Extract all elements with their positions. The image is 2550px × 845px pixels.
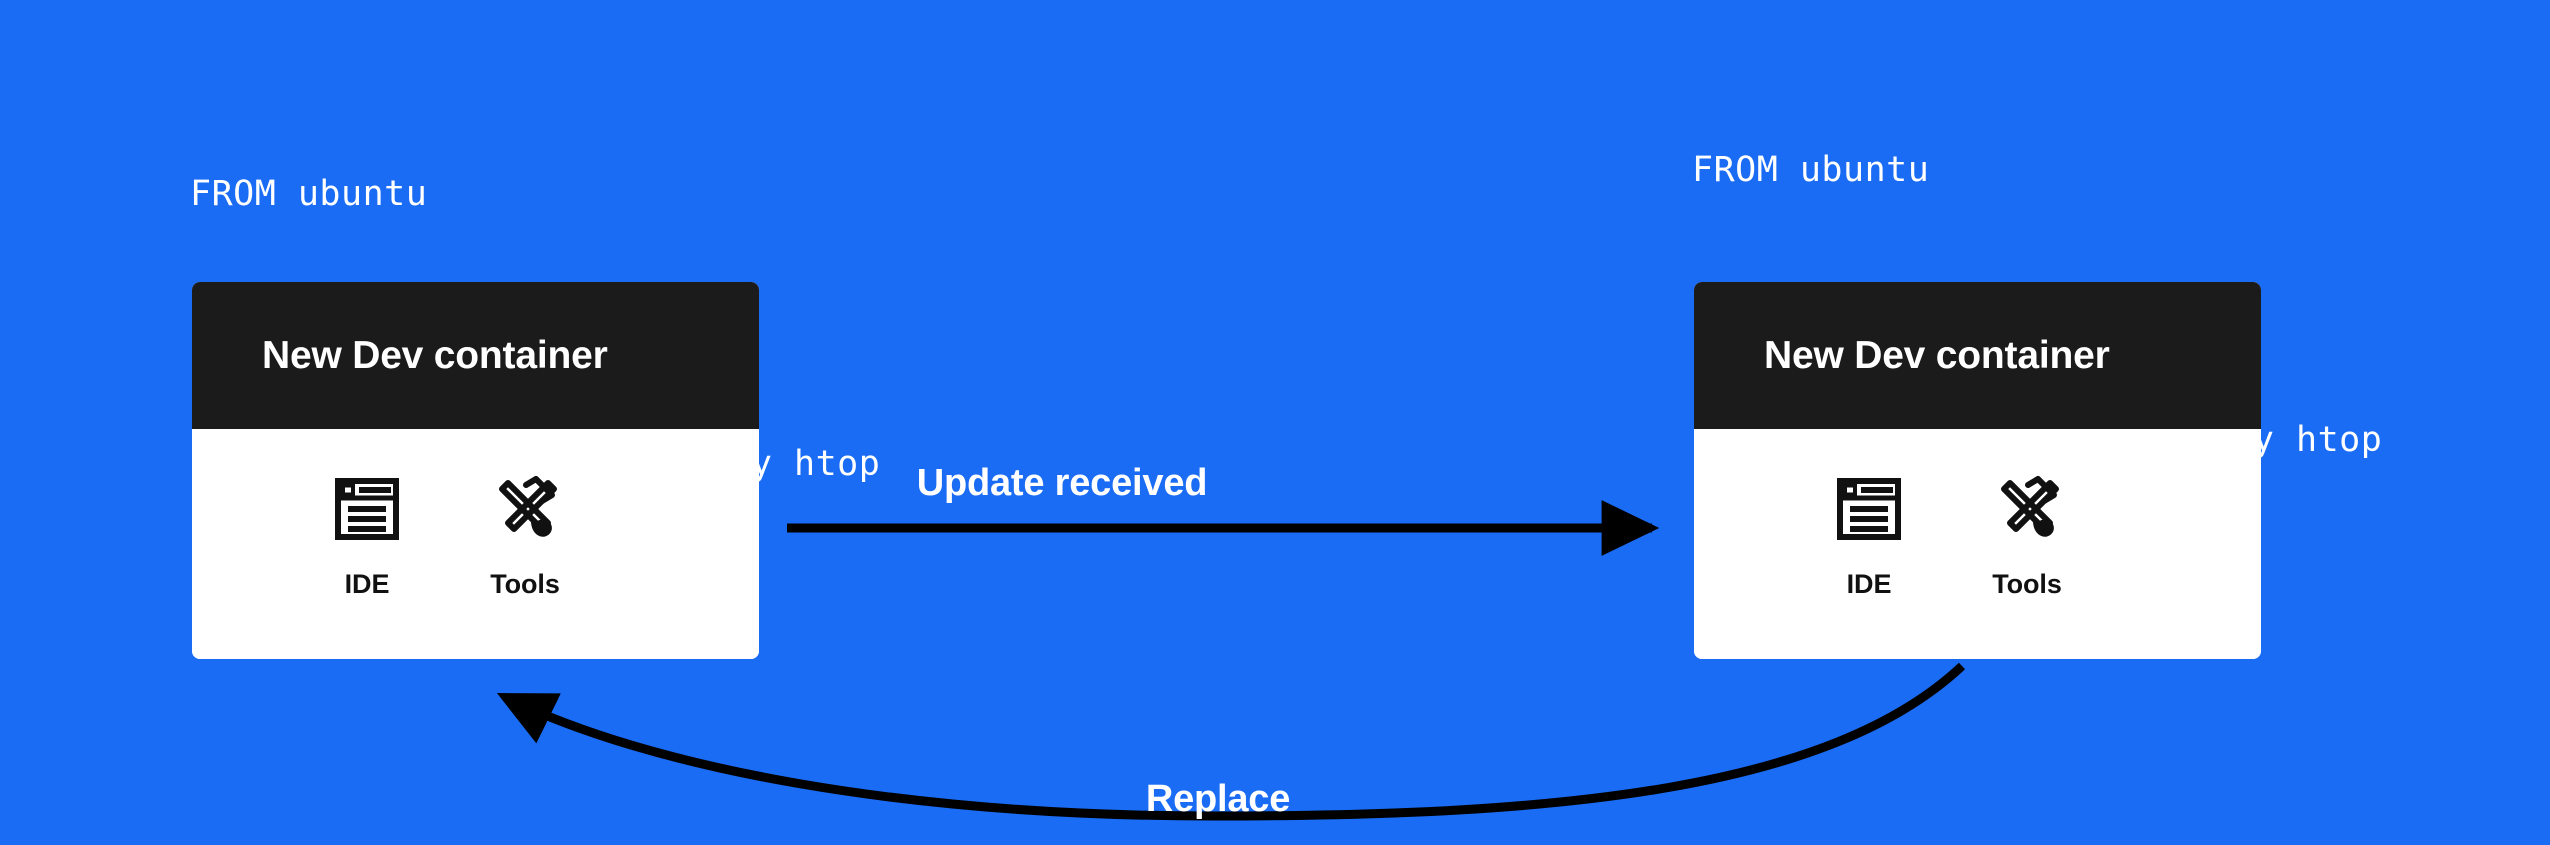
feature-label: IDE <box>344 569 390 599</box>
card-header: New Dev container <box>192 282 759 429</box>
feature-ide[interactable]: IDE <box>288 471 446 600</box>
feature-tools[interactable]: Tools <box>446 471 604 600</box>
card-body: IDE Tools <box>1694 429 2261 659</box>
feature-ide[interactable]: IDE <box>1790 471 1948 600</box>
dev-container-card-after[interactable]: New Dev container IDE <box>1694 282 2261 659</box>
ide-window-icon <box>1837 471 1901 547</box>
feature-tools[interactable]: Tools <box>1948 471 2106 600</box>
card-header: New Dev container <box>1694 282 2261 429</box>
tools-hammer-wrench-icon <box>1992 471 2062 547</box>
arrow-label-replace: Replace <box>1145 778 1291 820</box>
tools-hammer-wrench-icon <box>490 471 560 547</box>
feature-label: Tools <box>490 569 560 599</box>
ide-window-icon <box>335 471 399 547</box>
card-title: New Dev container <box>1764 333 2110 377</box>
card-title: New Dev container <box>262 333 608 377</box>
code-line: FROM ubuntu <box>1692 150 1930 190</box>
dev-container-card-before[interactable]: New Dev container IDE <box>192 282 759 659</box>
feature-label: IDE <box>1846 569 1892 599</box>
feature-label: Tools <box>1992 569 2062 599</box>
code-line: FROM ubuntu <box>190 174 428 214</box>
card-body: IDE Tools <box>192 429 759 659</box>
arrow-label-update-received: Update received <box>916 462 1208 504</box>
